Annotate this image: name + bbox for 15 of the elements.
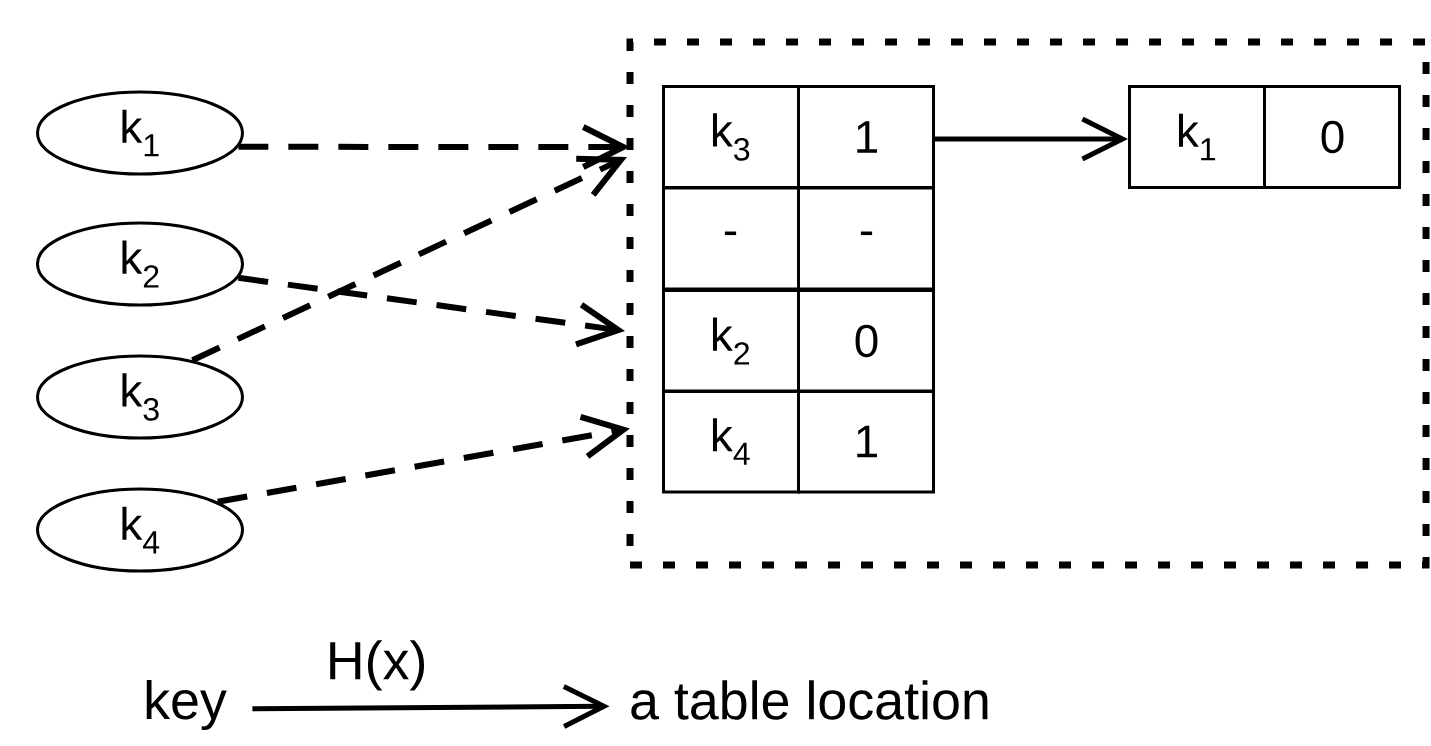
table-row: k$_{3}$ 1	[662, 85, 935, 189]
text-label: a table location	[631, 680, 988, 720]
arrow	[191, 155, 627, 363]
edge-label: H(x)	[323, 638, 430, 693]
table-row: - -	[662, 186, 935, 291]
table-row: k$_{4}$ 1	[662, 389, 935, 494]
arrow	[238, 124, 630, 170]
arrow	[217, 414, 630, 505]
arrow	[935, 116, 1128, 162]
table-row: k$_{1}$ 0	[1128, 85, 1401, 189]
arrow	[237, 274, 625, 348]
dashed-region	[626, 38, 1430, 569]
text-label: key	[146, 679, 227, 731]
table-row: k$_{2}$ 0	[662, 289, 935, 393]
arrow	[252, 684, 610, 729]
